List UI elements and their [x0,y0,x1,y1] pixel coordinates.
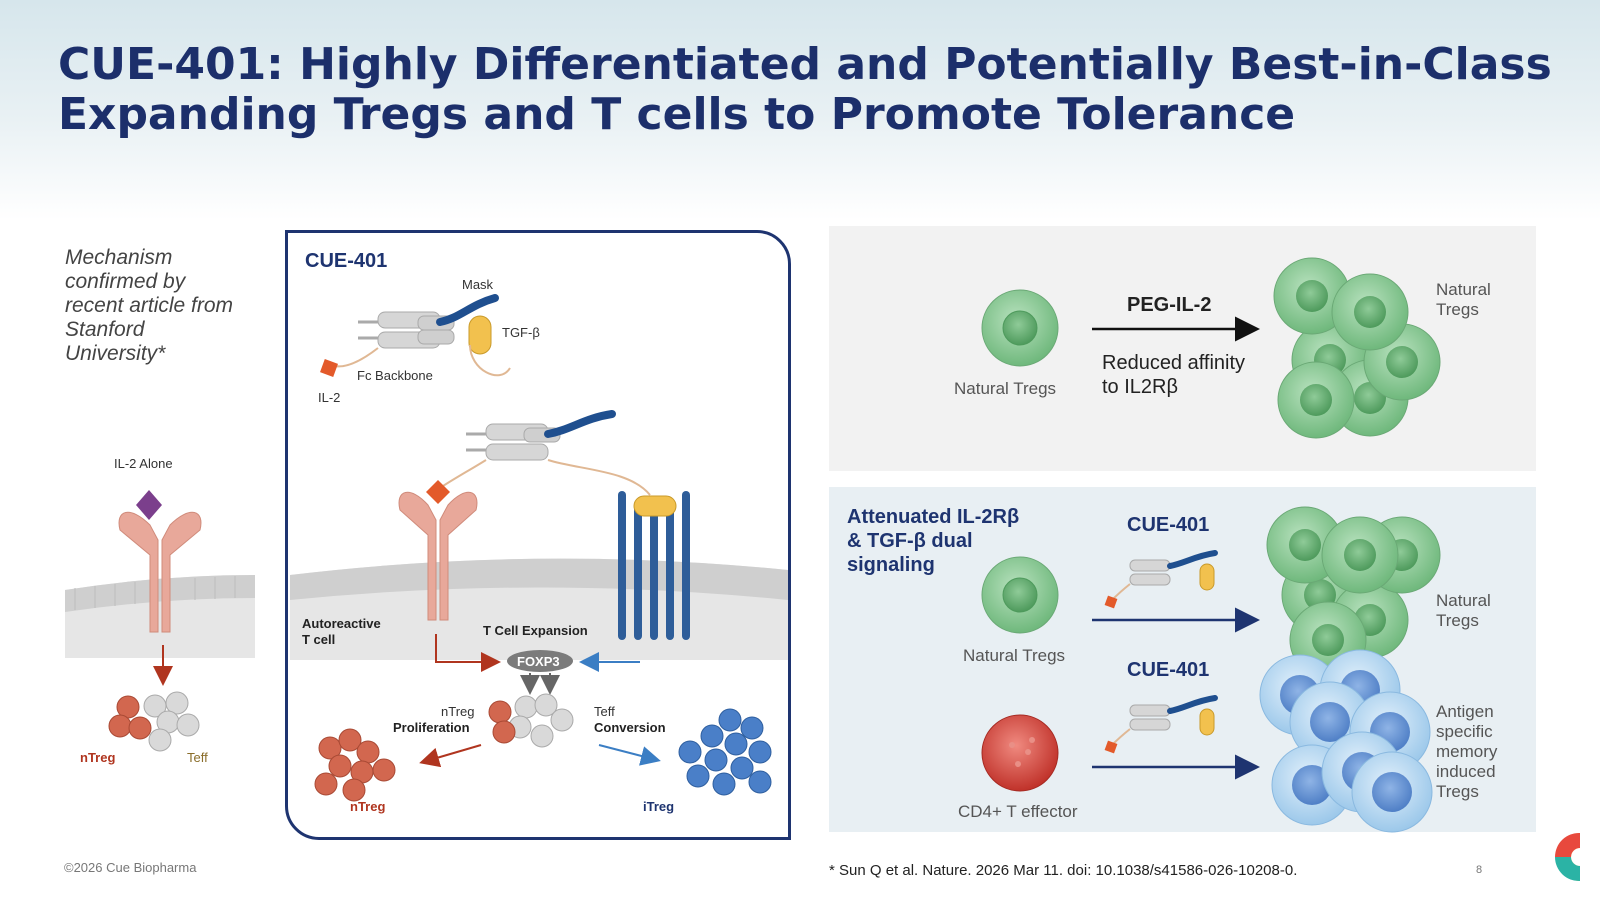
cue401-small-molecule-a-icon [1104,550,1218,609]
natural-tregs-left-bottom-label: Natural Tregs [963,646,1066,665]
peg-il2-label: PEG-IL-2 [1127,294,1212,316]
natural-treg-cell-bottom [981,556,1059,634]
cd4-effector-cell [981,714,1059,792]
reduced-affinity-line1: Reduced affinity [1102,352,1246,374]
natural-tregs-right-top-line2: Tregs [1436,300,1479,319]
dual-signaling-header-line3: signaling [847,554,935,576]
ntreg-small-label: nTreg [441,704,475,719]
center-membrane [290,558,788,660]
natural-tregs-right-bottom-line1: Natural [1436,591,1491,610]
dual-signaling-header-line2: & TGF-β dual [847,530,973,552]
citation-text: * Sun Q et al. Nature. 2026 Mar 11. doi:… [829,862,1298,879]
t-cell-expansion-label: T Cell Expansion [483,623,588,638]
antigen-tregs-cluster [1259,649,1433,833]
itreg-label: iTreg [643,799,675,814]
autoreactive-label-line2: T cell [302,632,336,647]
cue401-small-molecule-b-icon [1104,695,1218,754]
il2-alone-receptor-icon [118,490,202,633]
natural-tregs-cluster-bottom [1266,506,1441,679]
side-note: Mechanism confirmed by recent article fr… [65,246,234,365]
center-mixed-cluster [488,693,574,748]
page-title-line2: Expanding Tregs and T cells to Promote T… [58,89,1296,140]
fc-backbone-label: Fc Backbone [357,368,433,383]
antigen-line4: induced [1436,762,1496,781]
left-cell-cluster [108,691,200,752]
cue401-molecule-bound-icon [439,410,651,496]
cue401-molecule-top-icon [320,294,511,377]
tgfb-receptor-icon [618,491,690,640]
cue401-label-b: CUE-401 [1127,659,1210,681]
antigen-line5: Tregs [1436,782,1479,801]
cue401-panel-title: CUE-401 [305,250,388,272]
page-title-line1: CUE-401: Highly Differentiated and Poten… [58,39,1552,90]
natural-tregs-right-bottom-line2: Tregs [1436,611,1479,630]
conversion-label: Conversion [594,720,666,735]
proliferation-label: Proliferation [393,720,470,735]
antigen-line1: Antigen [1436,702,1494,721]
il2-receptor-icon [398,480,478,621]
il2-alone-label: IL-2 Alone [114,456,173,471]
ntreg-bottom-label: nTreg [350,799,386,814]
teff-small-label: Teff [594,704,615,719]
il2-label: IL-2 [318,390,341,405]
tgfb-label: TGF-β [502,325,540,340]
ntreg-cluster [314,728,396,802]
itreg-cluster [678,708,772,796]
cue-logo-icon [1555,832,1580,882]
natural-tregs-cluster-top [1273,257,1441,439]
natural-tregs-left-top-label: Natural Tregs [954,379,1057,398]
foxp3-pill [507,650,573,672]
cue401-label-a: CUE-401 [1127,514,1210,536]
antigen-line3: memory [1436,742,1498,761]
natural-tregs-right-top-line1: Natural [1436,280,1491,299]
natural-treg-cell-top [981,289,1059,367]
antigen-line2: specific [1436,722,1493,741]
mask-label: Mask [462,277,494,292]
ntreg-left-label: nTreg [80,750,116,765]
copyright-text: ©2026 Cue Biopharma [64,860,197,875]
foxp3-label: FOXP3 [517,654,560,669]
page-title: CUE-401: Highly Differentiated and Poten… [58,40,1558,140]
reduced-affinity-line2: to IL2Rβ [1102,376,1178,398]
autoreactive-label-line1: Autoreactive [302,616,381,631]
dual-signaling-header-line1: Attenuated IL-2Rβ [847,506,1020,528]
cd4-effector-label: CD4+ T effector [958,802,1078,821]
teff-left-label: Teff [187,750,208,765]
left-membrane [65,575,255,658]
page-number: 8 [1476,864,1483,876]
